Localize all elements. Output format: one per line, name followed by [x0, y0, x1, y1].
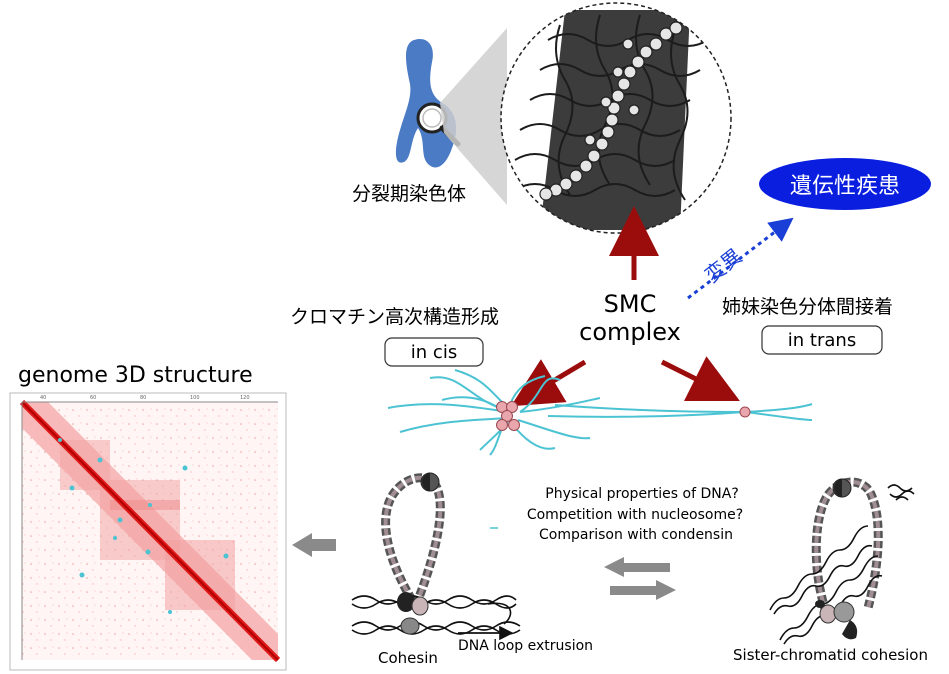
question-3: Comparison with condensin: [539, 527, 733, 543]
cohesin-heads: [397, 592, 429, 635]
dna-strands-cohesin: [351, 595, 521, 635]
sister-cohesion-en-label: Sister-chromatid cohesion: [733, 646, 928, 664]
equilibrium-arrows: [604, 557, 676, 600]
in-trans-box: [761, 325, 883, 355]
in-cis-label: in cis: [411, 342, 457, 363]
svg-text:120: 120: [240, 395, 250, 401]
mutation-label: 変異: [700, 244, 746, 288]
hic-contact-map: 40 60 80 100 120: [9, 392, 287, 671]
dna-strands-trans: [769, 484, 915, 645]
svg-text:100: 100: [190, 395, 200, 401]
sister-cohesion-jp-label: 姉妹染色分体間接着: [722, 296, 893, 318]
question-1: Physical properties of DNA?: [545, 486, 739, 502]
gray-arrow-left: [292, 533, 336, 557]
cis-chromatin-fibers: [387, 369, 601, 456]
svg-text:40: 40: [40, 395, 46, 401]
cohesin-ring: [381, 472, 445, 603]
trans-cohesin-node: [739, 406, 751, 418]
mitotic-chromosome: [395, 38, 457, 168]
genome-3d-label: genome 3D structure: [18, 363, 253, 388]
chromatin-formation-label: クロマチン高次構造形成: [290, 306, 499, 328]
zoom-cone: [440, 28, 507, 205]
cohesin-ring-trans: [811, 477, 883, 614]
svg-text:60: 60: [90, 395, 96, 401]
disease-label: 遺伝性疾患: [790, 174, 900, 199]
mitotic-chromosome-label: 分裂期染色体: [352, 183, 466, 205]
smc-label-line2: complex: [579, 318, 681, 346]
loop-extrusion-label: DNA loop extrusion: [458, 638, 593, 654]
smc-label-line1: SMC: [604, 290, 657, 318]
disease-badge: 遺伝性疾患: [759, 158, 931, 210]
zoom-circle: [500, 2, 732, 234]
arrow-to-trans: [660, 356, 740, 401]
cohesin-label: Cohesin: [378, 649, 438, 667]
cis-cohesin-nodes: [496, 401, 520, 431]
svg-text:80: 80: [140, 395, 146, 401]
trans-chromatin-fibers: [547, 403, 813, 421]
cohesin-heads-trans: [815, 600, 858, 640]
in-trans-label: in trans: [788, 330, 856, 351]
in-cis-box: [384, 337, 484, 367]
question-2: Competition with nucleosome?: [527, 507, 743, 523]
